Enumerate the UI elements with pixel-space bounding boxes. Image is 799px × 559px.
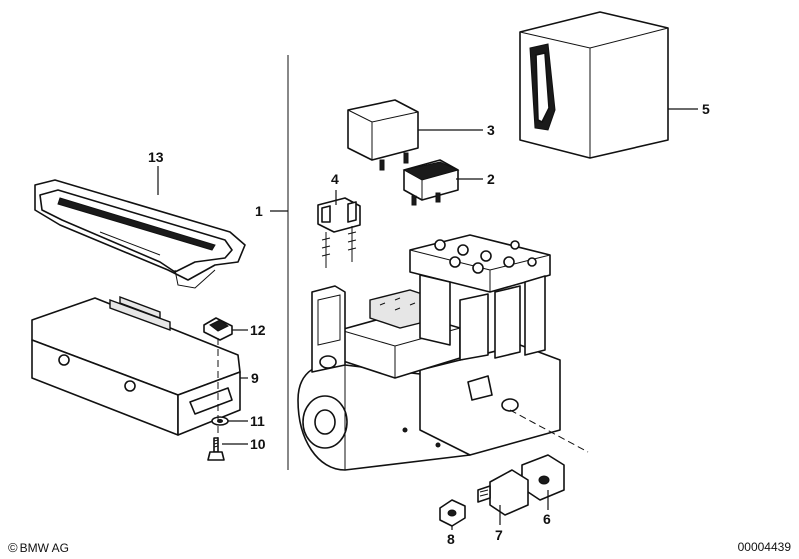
callout-4: 4 (331, 171, 339, 187)
part-6-rubber-mount[interactable] (521, 454, 565, 501)
part-2-relay[interactable] (402, 159, 460, 206)
part-4-holder[interactable] (317, 197, 361, 268)
copyright-text: BMW AG (19, 540, 69, 555)
copyright-icon: © (8, 540, 18, 555)
part-3-relay[interactable] (347, 99, 419, 171)
callout-5: 5 (702, 101, 710, 117)
part-9-control-unit[interactable] (31, 295, 241, 436)
callout-11: 11 (250, 413, 265, 429)
hydraulic-unit[interactable] (297, 234, 561, 471)
callout-7: 7 (495, 527, 503, 543)
part-10-screw[interactable] (207, 437, 225, 461)
callout-6: 6 (543, 511, 551, 527)
callout-10: 10 (250, 436, 266, 452)
callout-2: 2 (487, 171, 495, 187)
leader-lines (157, 108, 698, 530)
callout-3: 3 (487, 122, 495, 138)
callout-13: 13 (148, 149, 164, 165)
callout-8: 8 (447, 531, 455, 547)
part-11-washer[interactable] (211, 416, 229, 426)
part-8-nut[interactable] (439, 499, 466, 527)
part-13-cover[interactable] (34, 179, 246, 289)
document-number: 00004439 (737, 540, 791, 554)
callout-9: 9 (251, 370, 259, 386)
part-5-boot[interactable] (519, 11, 669, 159)
part-7-damper[interactable] (477, 469, 529, 516)
part-12-clip-nut[interactable] (203, 317, 233, 341)
assembly-line-right (509, 409, 589, 453)
copyright-notice: © BMW AG (8, 540, 69, 555)
callout-12: 12 (250, 322, 266, 338)
callout-1: 1 (255, 203, 263, 219)
